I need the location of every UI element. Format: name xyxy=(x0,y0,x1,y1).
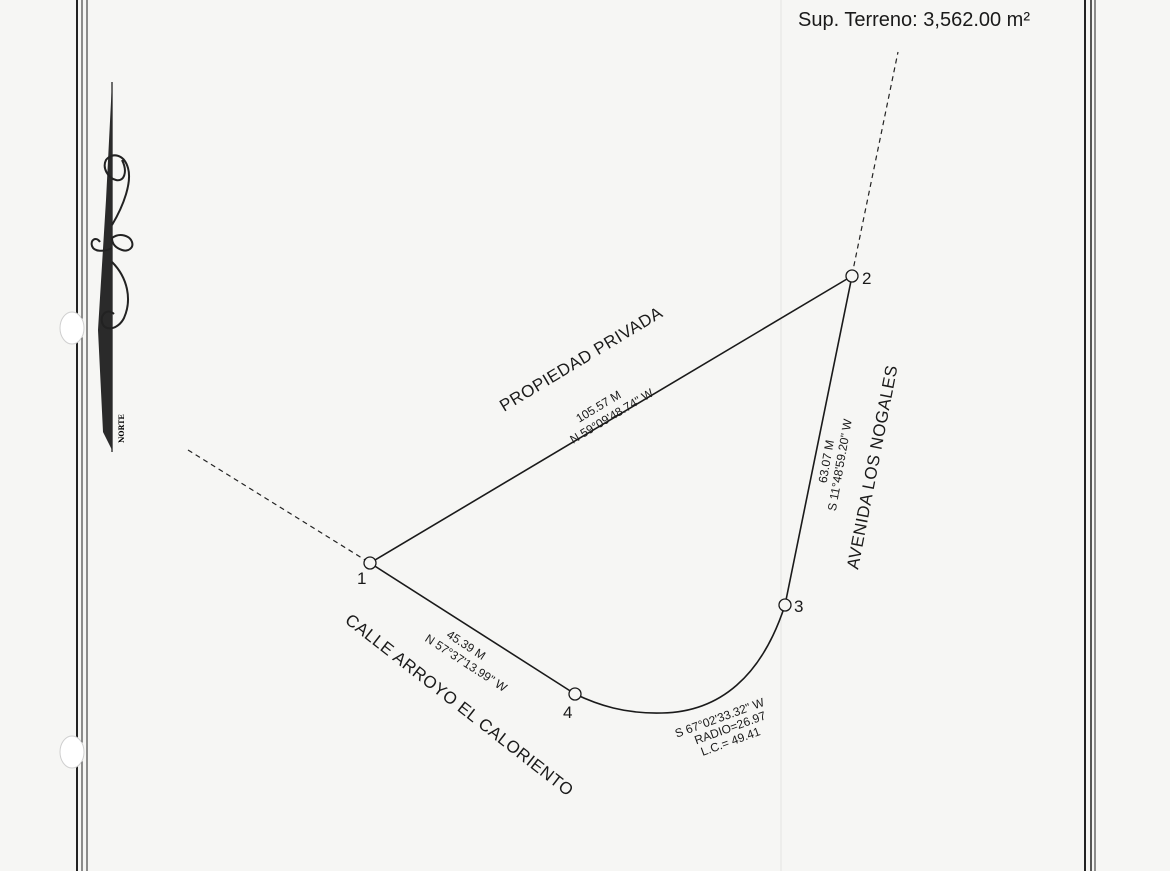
vertex-label-3: 3 xyxy=(794,597,803,616)
boundary-1-2 xyxy=(369,275,853,564)
page-frame xyxy=(76,0,1096,871)
punch-holes xyxy=(59,311,85,769)
extension-lines xyxy=(187,51,899,564)
label-avenida-los-nogales: AVENIDA LOS NOGALES xyxy=(843,363,901,570)
boundary-2-3 xyxy=(784,275,853,606)
dimension-3-4: S 67°02'33.32" W RADIO=26.97 L.C.= 49.41 xyxy=(673,695,768,759)
vertex-labels: 1 2 3 4 xyxy=(357,269,871,722)
property-boundary xyxy=(369,275,853,714)
vertex-marker-4 xyxy=(568,687,582,701)
vertex-label-4: 4 xyxy=(563,703,572,722)
vertex-label-2: 2 xyxy=(862,269,871,288)
boundary-3-4 xyxy=(574,604,786,714)
north-label: NORTE xyxy=(117,414,126,443)
vertex-marker-1 xyxy=(363,556,377,570)
vertex-marker-3 xyxy=(778,598,792,612)
vertex-markers xyxy=(363,269,859,701)
vertex-marker-2 xyxy=(845,269,859,283)
area-label: Sup. Terreno: 3,562.00 m² xyxy=(798,9,1030,31)
boundary-4-1 xyxy=(369,562,576,695)
north-arrow-icon: NORTE xyxy=(90,82,134,452)
dimension-1-2: 105.57 M N 59°09'48.74" W xyxy=(567,385,656,446)
vertex-label-1: 1 xyxy=(357,569,366,588)
dimension-2-3: 63.07 M S 11°48'59.20" W xyxy=(816,417,855,512)
